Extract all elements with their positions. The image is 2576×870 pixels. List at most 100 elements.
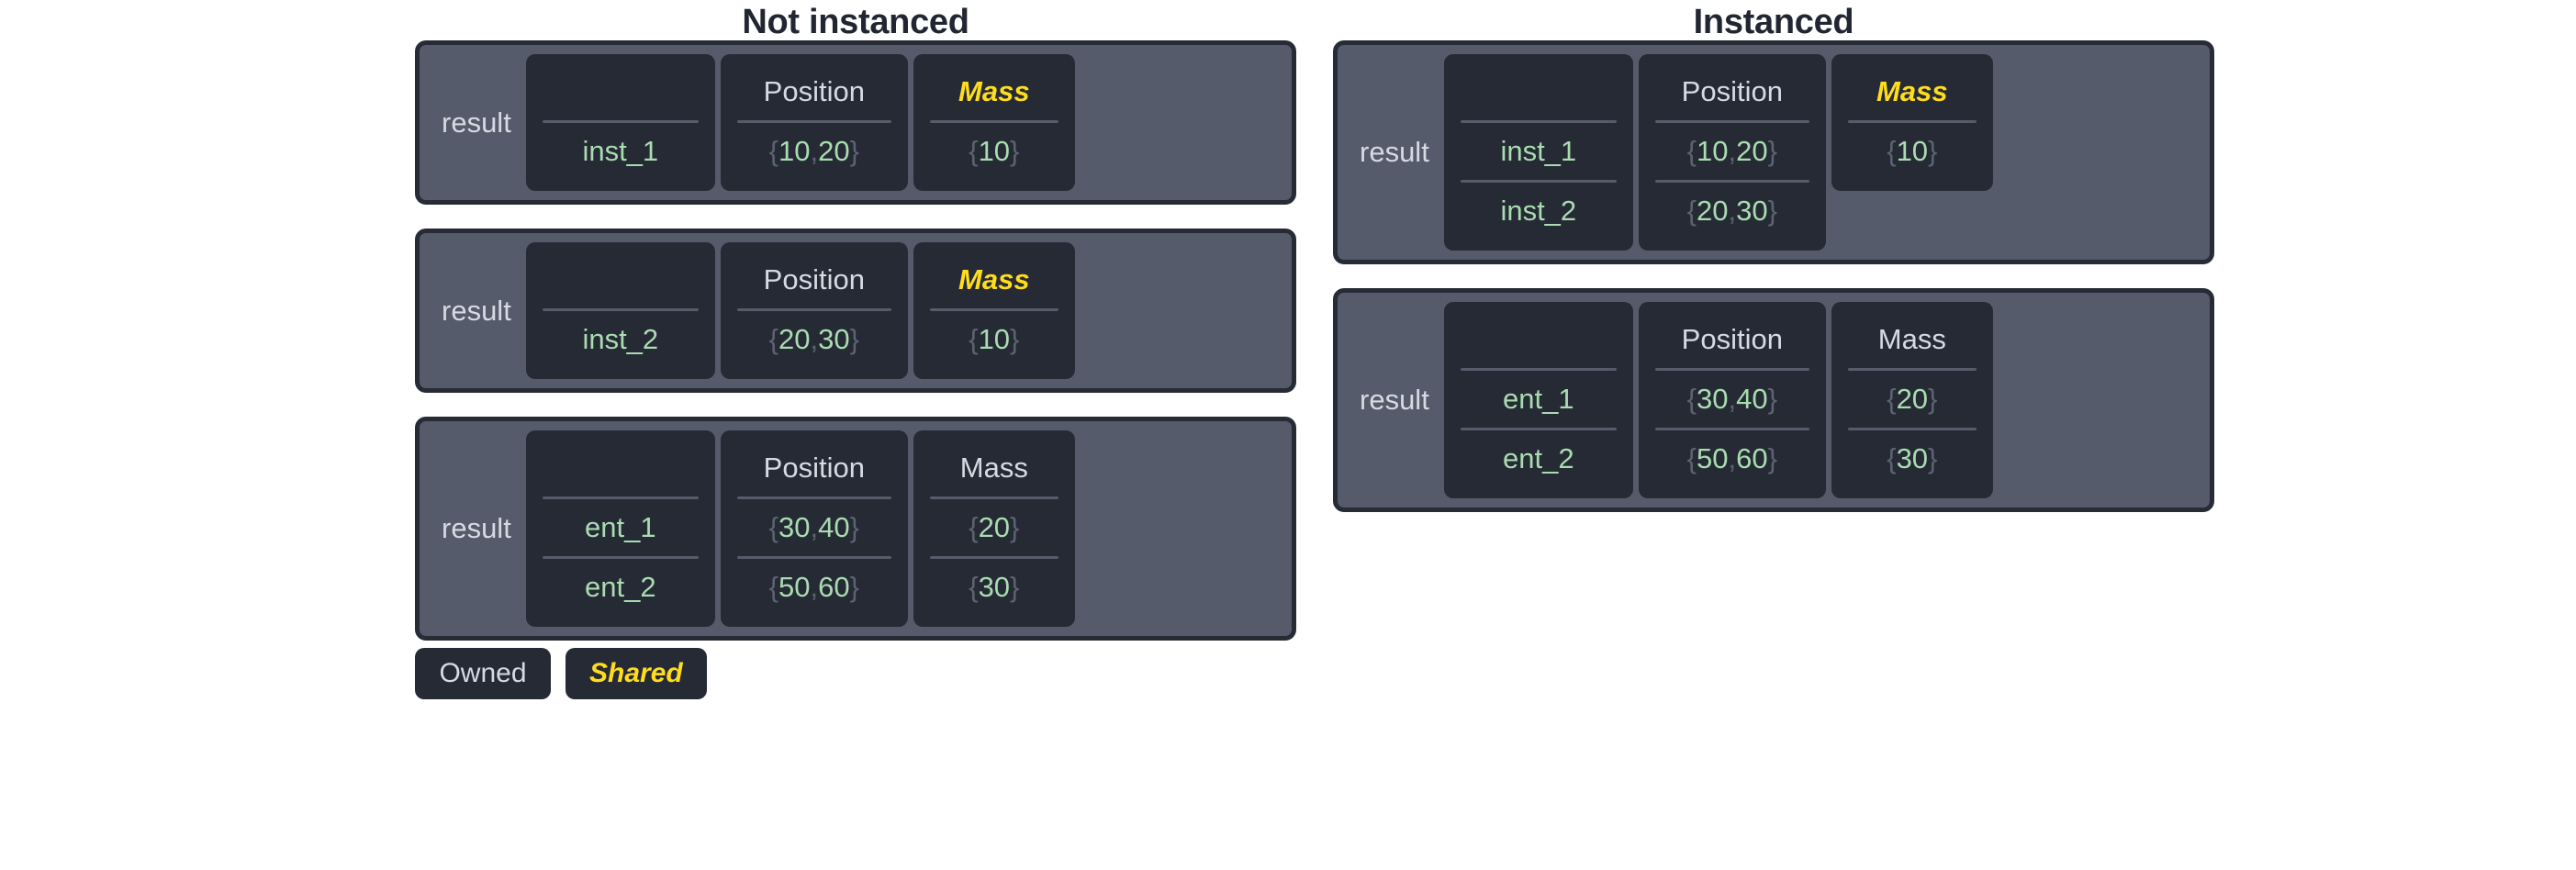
row-separator xyxy=(1460,120,1617,123)
column-header-entity xyxy=(526,63,715,120)
table-cell-position: {30, 40} xyxy=(768,511,859,543)
table-cell-mass: {30} xyxy=(969,571,1020,603)
spacer xyxy=(1831,180,1993,191)
table-cell-entity-name: inst_1 xyxy=(582,135,659,167)
row-separator xyxy=(1654,180,1809,183)
spacer xyxy=(913,242,1075,251)
column-position: Position {30, 40} {50, 60} xyxy=(1638,302,1826,498)
column-header-mass-shared: Mass xyxy=(1876,75,1948,107)
column-header-position: Position xyxy=(1681,75,1783,107)
spacer xyxy=(721,616,908,627)
row-separator xyxy=(736,308,891,311)
table-cell-mass: {20} xyxy=(969,511,1020,543)
column-position: Position {10, 20} xyxy=(720,54,908,191)
legend-chip-owned: Owned xyxy=(415,648,551,699)
spacer xyxy=(1639,54,1826,63)
table-not-instanced-inst1: result inst_1 Position {10, 20} xyxy=(415,40,1296,205)
table-not-instanced-entities: result ent_1 ent_2 Position {30, 40} xyxy=(415,417,1296,641)
row-separator xyxy=(929,308,1058,311)
row-separator xyxy=(736,496,891,499)
column-header-mass-shared: Mass xyxy=(958,75,1030,107)
row-separator xyxy=(542,120,699,123)
table-columns: inst_1 inst_2 Position {10, 20} {20, 30} xyxy=(1443,54,2201,251)
column-header-entity xyxy=(526,440,715,496)
spacer xyxy=(913,368,1075,379)
spacer xyxy=(526,180,715,191)
table-instanced-instances: result inst_1 inst_2 Position {10, 20} xyxy=(1333,40,2214,264)
column-position: Position {20, 30} xyxy=(720,242,908,379)
column-header-position: Position xyxy=(763,452,865,484)
spacer xyxy=(526,54,715,63)
spacer xyxy=(526,368,715,379)
table-cell-position: {50, 60} xyxy=(768,571,859,603)
row-separator xyxy=(1847,120,1977,123)
column-header-mass-shared: Mass xyxy=(958,263,1030,296)
spacer xyxy=(721,180,908,191)
table-cell-mass: {30} xyxy=(1887,442,1938,474)
column-mass: Mass {20} {30} xyxy=(913,430,1075,627)
table-row-label: result xyxy=(442,294,511,327)
spacer xyxy=(721,242,908,251)
table-cell-entity-name: ent_2 xyxy=(585,571,656,603)
table-cell-mass: {20} xyxy=(1887,383,1938,415)
table-columns: ent_1 ent_2 Position {30, 40} {50, 60} xyxy=(1443,302,2201,498)
column-entity-name: inst_1 xyxy=(525,54,715,191)
table-cell-mass: {10} xyxy=(1887,135,1938,167)
column-mass: Mass {10} xyxy=(913,54,1075,191)
table-columns: inst_2 Position {20, 30} Mass {10} xyxy=(525,242,1282,379)
table-cell-entity-name: ent_2 xyxy=(1503,442,1574,474)
table-row-label: result xyxy=(1360,136,1429,168)
row-separator xyxy=(1460,368,1617,371)
column-not-instanced: Not instanced result inst_1 Position {10… xyxy=(415,0,1296,664)
row-separator xyxy=(929,556,1058,559)
table-cell-position: {20, 30} xyxy=(768,323,859,355)
column-entity-name: ent_1 ent_2 xyxy=(525,430,715,627)
row-separator xyxy=(1460,428,1617,430)
column-title-instanced: Instanced xyxy=(1693,3,1854,41)
column-header-entity xyxy=(1444,311,1633,368)
table-columns: ent_1 ent_2 Position {30, 40} {50, 60} xyxy=(525,430,1282,627)
spacer xyxy=(1444,54,1633,63)
spacer xyxy=(913,54,1075,63)
row-separator xyxy=(929,496,1058,499)
row-separator xyxy=(929,120,1058,123)
column-header-entity xyxy=(1444,63,1633,120)
column-mass: Mass {10} xyxy=(913,242,1075,379)
spacer xyxy=(1444,302,1633,311)
table-columns: inst_1 Position {10, 20} Mass {10} xyxy=(525,54,1282,191)
column-position: Position {10, 20} {20, 30} xyxy=(1638,54,1826,251)
table-not-instanced-inst2: result inst_2 Position {20, 30} xyxy=(415,229,1296,393)
column-header-position: Position xyxy=(763,263,865,296)
column-header-entity xyxy=(526,251,715,308)
column-header-mass: Mass xyxy=(1877,323,1946,355)
table-cell-mass: {10} xyxy=(969,135,1020,167)
table-cell-position: {10, 20} xyxy=(1686,135,1777,167)
spacer xyxy=(913,180,1075,191)
column-title-not-instanced: Not instanced xyxy=(742,3,969,41)
column-entity-name: inst_2 xyxy=(525,242,715,379)
table-cell-entity-name: ent_1 xyxy=(1503,383,1574,415)
legend-chip-shared: Shared xyxy=(566,648,707,699)
table-cell-position: {50, 60} xyxy=(1686,442,1777,474)
spacer xyxy=(1444,240,1633,251)
row-separator xyxy=(736,120,891,123)
spacer xyxy=(1831,302,1993,311)
column-header-position: Position xyxy=(763,75,865,107)
spacer xyxy=(721,430,908,440)
table-instanced-entities: result ent_1 ent_2 Position {30, 40} xyxy=(1333,288,2214,512)
table-cell-entity-name: inst_2 xyxy=(582,323,659,355)
legend: Owned Shared xyxy=(415,648,707,699)
table-row-label: result xyxy=(442,106,511,139)
table-cell-entity-name: inst_1 xyxy=(1500,135,1577,167)
table-cell-entity-name: inst_2 xyxy=(1500,195,1577,227)
table-row-label: result xyxy=(1360,384,1429,416)
column-entity-name: ent_1 ent_2 xyxy=(1443,302,1633,498)
spacer xyxy=(526,242,715,251)
column-mass: Mass {20} {30} xyxy=(1831,302,1993,498)
table-cell-position: {10, 20} xyxy=(768,135,859,167)
row-separator xyxy=(542,496,699,499)
column-position: Position {30, 40} {50, 60} xyxy=(720,430,908,627)
spacer xyxy=(1444,487,1633,498)
spacer xyxy=(913,616,1075,627)
